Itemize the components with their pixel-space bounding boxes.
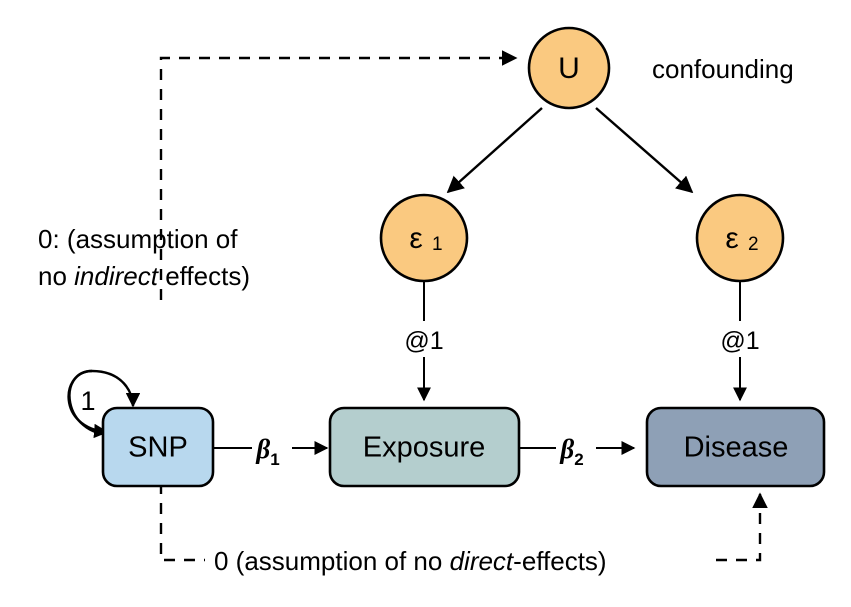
svg-text:β1: β1 [255,434,279,469]
node-disease-label: Disease [684,432,789,464]
edge-label-beta1: β1 [255,434,279,469]
annotation-direct-pre: 0 (assumption of no [214,546,450,576]
node-error1-label: ε [409,222,422,255]
node-error2[interactable]: ε 2 [695,193,785,283]
edge-confounder-to-error1 [446,107,543,194]
annotation-indirect-line2: no indirect effects) [38,261,250,291]
node-confounder[interactable]: U [527,26,611,110]
node-disease[interactable]: Disease [645,406,826,488]
annotation-indirect-pre: no [38,261,74,291]
edge-snp-self-loop [67,369,141,439]
edge-snp-to-disease-dashed [159,483,768,562]
svg-text:β2: β2 [559,434,583,469]
node-snp-label: SNP [128,432,188,464]
node-confounder-label: U [558,52,580,85]
node-error2-subscript: 2 [748,234,759,255]
node-error1-subscript: 1 [432,234,443,255]
beta2-symbol: β [559,434,574,464]
beta2-subscript: 2 [574,450,583,469]
edge-label-error1-variance: @1 [404,327,443,355]
annotation-indirect-line1: 0: (assumption of [38,224,238,254]
node-error1[interactable]: ε 1 [379,193,469,283]
node-exposure-label: Exposure [363,432,486,464]
node-snp[interactable]: SNP [101,406,215,488]
edge-snp-to-confounder-dashed [159,50,518,300]
annotation-indirect-emphasis: indirect [74,261,160,291]
annotation-no-indirect-effects: 0: (assumption of no indirect effects) [38,224,250,291]
edge-label-error2-variance: @1 [720,327,759,355]
edge-label-snp-self-loop: 1 [80,386,95,416]
edge-label-beta2: β2 [559,434,583,469]
annotation-confounding: confounding [652,54,794,84]
beta1-subscript: 1 [270,450,279,469]
annotation-direct-post: -effects) [513,546,606,576]
annotation-no-direct-effects: 0 (assumption of no direct-effects) [214,546,607,576]
annotation-direct-emphasis: direct [450,546,515,576]
beta1-symbol: β [255,434,270,464]
node-error2-label: ε [725,222,738,255]
edge-confounder-to-error2 [595,107,694,194]
annotation-indirect-post: effects) [158,261,250,291]
node-exposure[interactable]: Exposure [328,406,521,488]
